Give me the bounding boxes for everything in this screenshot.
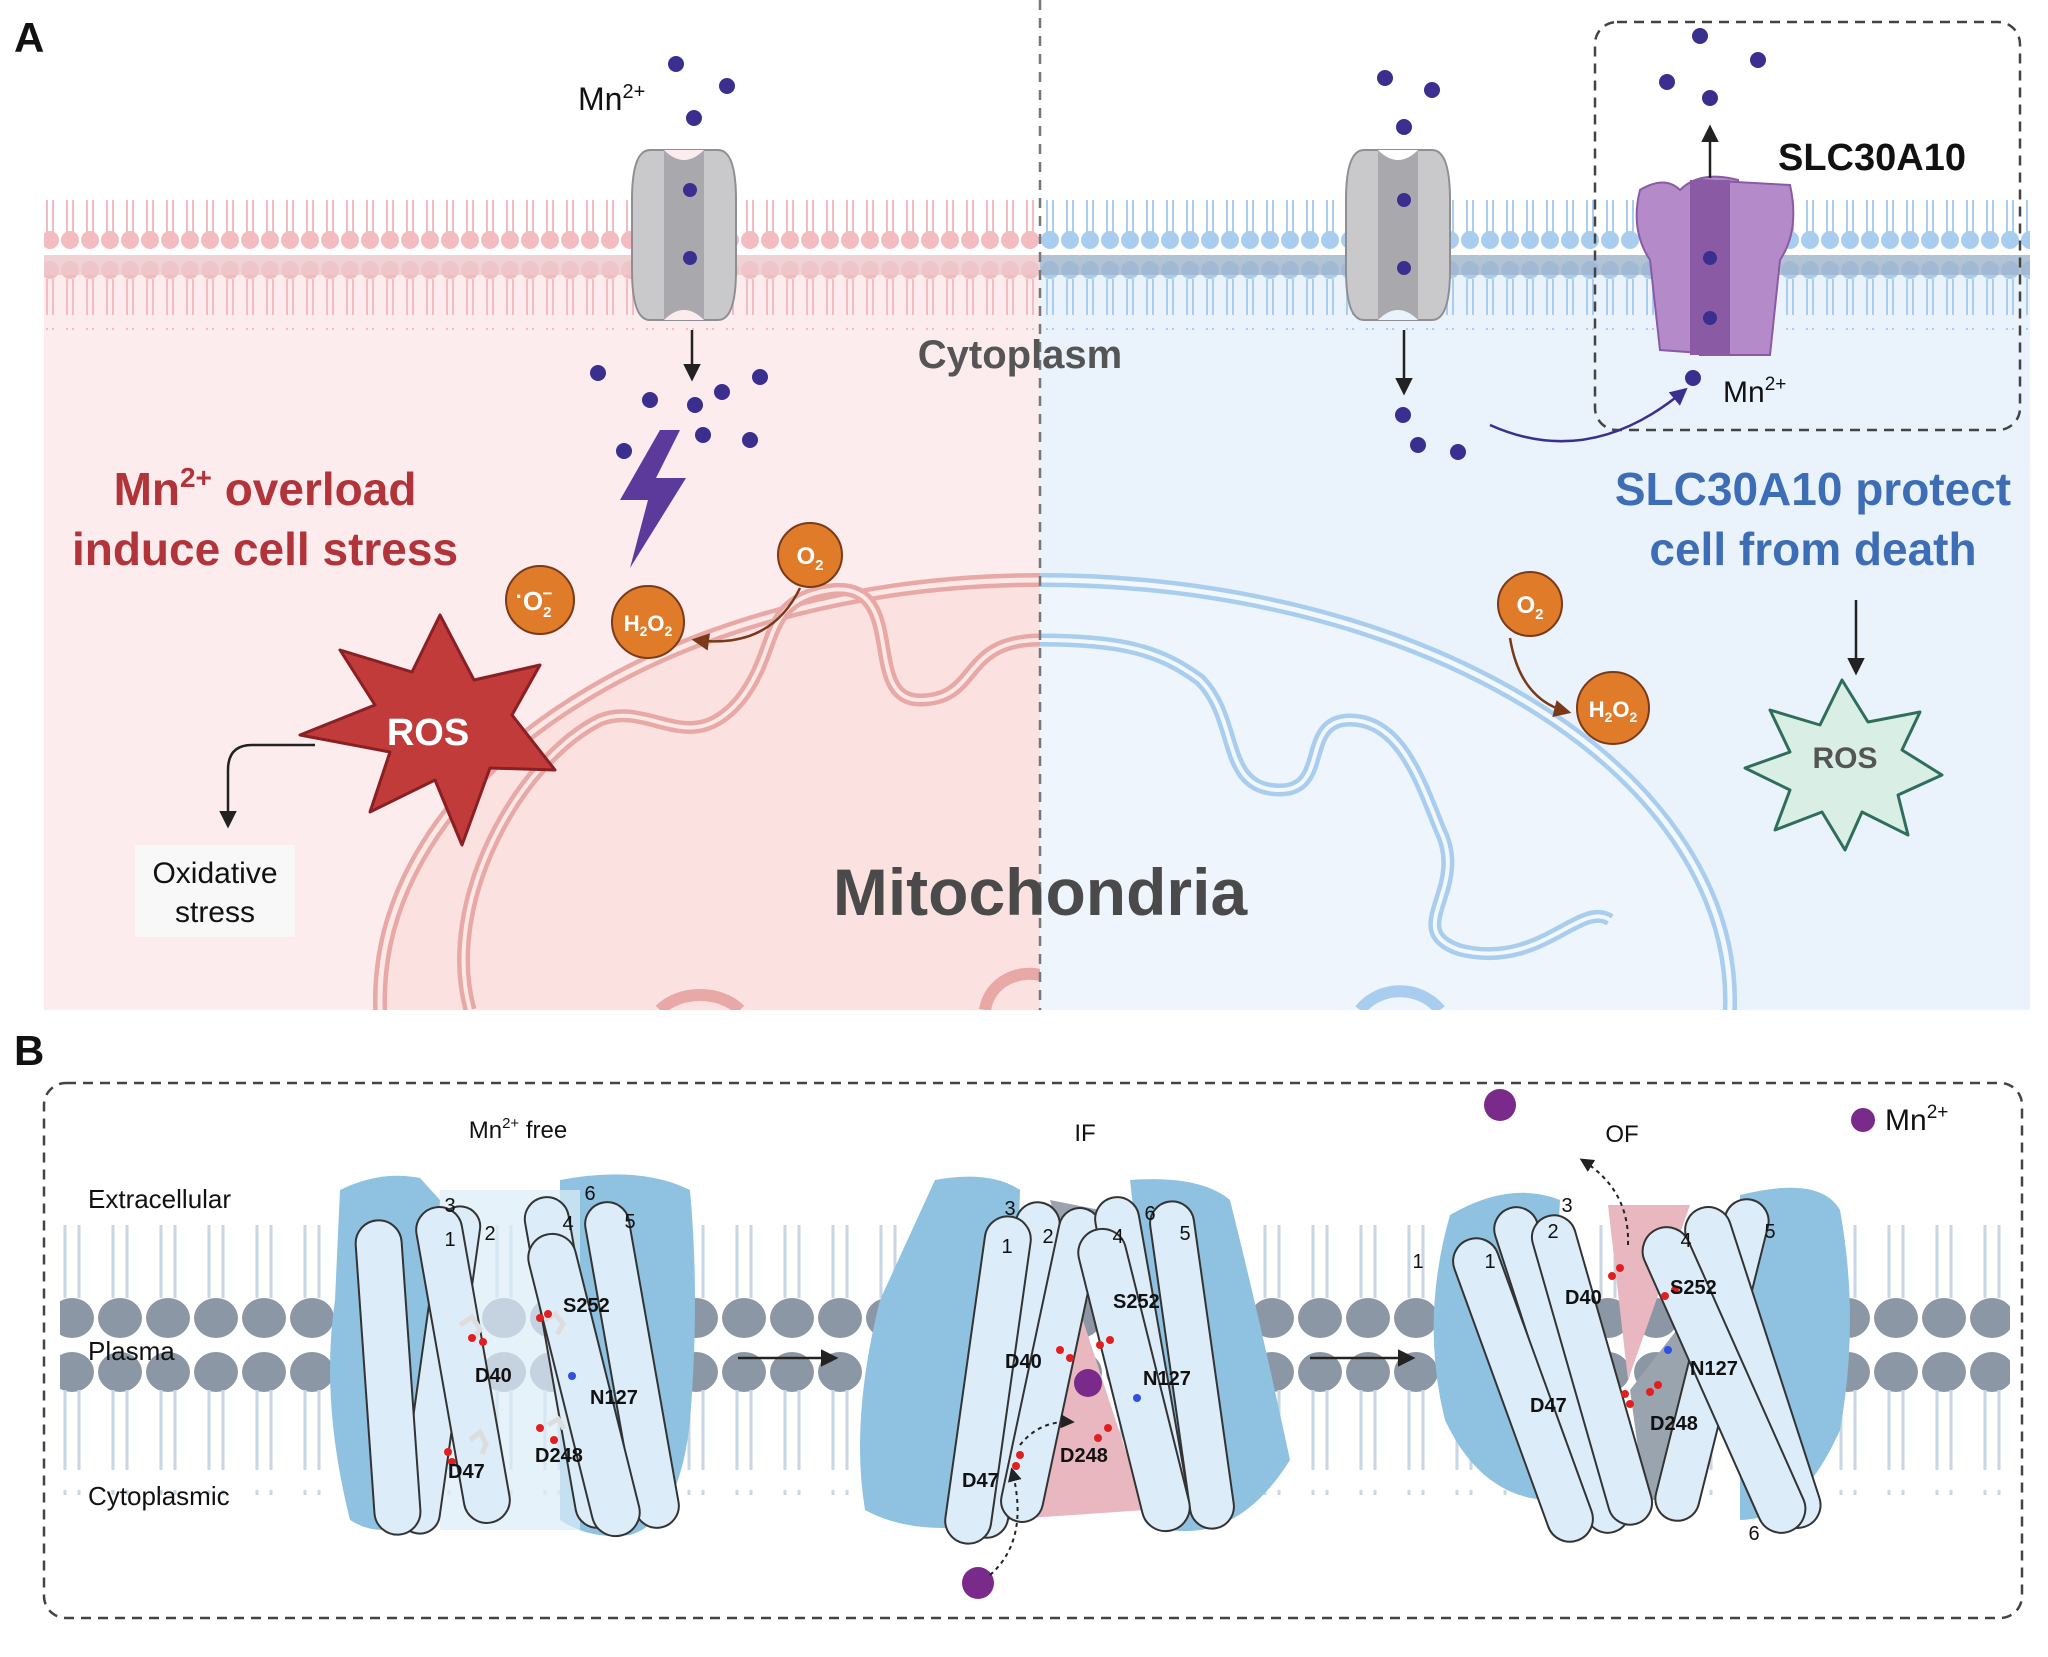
svg-text:2: 2 bbox=[1547, 1221, 1558, 1243]
mn-channel-right bbox=[1345, 149, 1451, 321]
svg-text:·O2−: ·O2− bbox=[516, 584, 553, 621]
svg-text:Mn2+: Mn2+ bbox=[1723, 374, 1786, 409]
state-if: 3 1 2 6 4 5 D40 D47 S252 N127 D248 IF bbox=[860, 1120, 1290, 1599]
mitochondrion-left bbox=[373, 573, 1040, 1010]
svg-text:2: 2 bbox=[1042, 1226, 1053, 1248]
mn-channel-left bbox=[631, 149, 737, 321]
ros-burst-right: ROS bbox=[1743, 678, 1944, 852]
panel-b-box bbox=[42, 1081, 2024, 1620]
oxidative-stress-line-1: Oxidative bbox=[152, 857, 277, 890]
svg-text:D248: D248 bbox=[1060, 1445, 1108, 1467]
svg-text:6: 6 bbox=[1748, 1523, 1759, 1545]
svg-text:N127: N127 bbox=[1143, 1368, 1191, 1390]
ros-burst-left: ROS bbox=[298, 613, 557, 847]
panel-b: B Extracellular Plasma Cytoplasmic 3 1 2… bbox=[14, 1027, 2024, 1620]
protect-line-2: cell from death bbox=[1649, 523, 1976, 575]
svg-text:3: 3 bbox=[444, 1195, 455, 1217]
svg-text:H2O2: H2O2 bbox=[624, 611, 673, 639]
svg-text:N127: N127 bbox=[590, 1387, 638, 1409]
svg-text:N127: N127 bbox=[1690, 1358, 1738, 1380]
oxidative-stress-line-2: stress bbox=[175, 896, 255, 929]
overload-line-2: induce cell stress bbox=[72, 523, 458, 575]
state-1-label: Mn2+ free bbox=[469, 1115, 567, 1144]
svg-text:D248: D248 bbox=[535, 1445, 583, 1467]
svg-text:D248: D248 bbox=[1650, 1413, 1698, 1435]
svg-text:Mn2+: Mn2+ bbox=[578, 81, 645, 117]
plasma-label: Plasma bbox=[88, 1336, 175, 1366]
svg-text:Mn2+: Mn2+ bbox=[1885, 1102, 1948, 1137]
svg-text:ROS: ROS bbox=[1812, 742, 1877, 775]
mn-ions-a bbox=[590, 28, 1766, 460]
mitochondrion-right bbox=[1040, 573, 1737, 1010]
svg-text:D40: D40 bbox=[1565, 1287, 1602, 1309]
svg-text:4: 4 bbox=[1112, 1226, 1123, 1248]
svg-text:5: 5 bbox=[624, 1211, 635, 1233]
svg-text:5: 5 bbox=[1764, 1221, 1775, 1243]
cytoplasmic-label: Cytoplasmic bbox=[88, 1481, 230, 1511]
svg-text:5: 5 bbox=[1179, 1223, 1190, 1245]
svg-text:1: 1 bbox=[444, 1229, 455, 1251]
svg-text:O2: O2 bbox=[796, 543, 823, 574]
o2-molecule-left: O2 bbox=[777, 522, 843, 588]
slc30a10-box bbox=[1593, 20, 2022, 432]
svg-text:S252: S252 bbox=[1113, 1291, 1160, 1313]
state-of: 3 1 1 2 4 5 6 D40 D47 S252 N127 D248 OF bbox=[1412, 1089, 1850, 1545]
svg-text:1: 1 bbox=[1412, 1251, 1423, 1273]
svg-text:S252: S252 bbox=[563, 1295, 610, 1317]
state-2-label: IF bbox=[1074, 1120, 1095, 1147]
cytoplasm-label: Cytoplasm bbox=[918, 333, 1123, 377]
svg-text:4: 4 bbox=[562, 1213, 573, 1235]
superoxide-molecule: ·O2− bbox=[505, 565, 575, 635]
slc30a10-label: SLC30A10 bbox=[1778, 137, 1966, 179]
panel-a-letter: A bbox=[14, 14, 44, 61]
h2o2-molecule-right: H2O2 bbox=[1576, 671, 1650, 745]
svg-text:D40: D40 bbox=[1005, 1351, 1042, 1373]
svg-text:D40: D40 bbox=[475, 1365, 512, 1387]
o2-molecule-right: O2 bbox=[1497, 571, 1563, 637]
svg-text:3: 3 bbox=[1004, 1198, 1015, 1220]
svg-text:6: 6 bbox=[584, 1183, 595, 1205]
state-3-label: OF bbox=[1605, 1121, 1638, 1148]
panel-b-letter: B bbox=[14, 1027, 44, 1074]
svg-text:2: 2 bbox=[484, 1223, 495, 1245]
svg-text:O2: O2 bbox=[1516, 592, 1543, 623]
svg-text:D47: D47 bbox=[448, 1461, 485, 1483]
svg-text:4: 4 bbox=[1680, 1230, 1691, 1252]
svg-text:6: 6 bbox=[1144, 1203, 1155, 1225]
svg-text:D47: D47 bbox=[1530, 1395, 1567, 1417]
mitochondria-label: Mitochondria bbox=[833, 855, 1249, 929]
panel-a: A bbox=[14, 0, 2030, 1010]
state-mn-free: 3 1 2 6 4 5 D40 D47 S252 N127 D248 Mn2+ … bbox=[330, 1115, 695, 1538]
svg-text:H2O2: H2O2 bbox=[1589, 697, 1638, 725]
slc30a10-transporter bbox=[1635, 124, 1795, 357]
svg-text:D47: D47 bbox=[962, 1470, 999, 1492]
svg-text:ROS: ROS bbox=[387, 712, 469, 754]
mn-legend: Mn2+ bbox=[1851, 1102, 1948, 1137]
extracellular-label: Extracellular bbox=[88, 1184, 231, 1214]
svg-text:S252: S252 bbox=[1670, 1277, 1717, 1299]
protect-line-1: SLC30A10 protect bbox=[1615, 463, 2011, 515]
svg-text:1: 1 bbox=[1001, 1236, 1012, 1258]
h2o2-molecule-left: H2O2 bbox=[611, 585, 685, 659]
lightning-icon bbox=[620, 430, 686, 568]
overload-line-1: Mn2+ overload bbox=[114, 462, 417, 515]
svg-text:3: 3 bbox=[1561, 1195, 1572, 1217]
svg-text:1: 1 bbox=[1484, 1251, 1495, 1273]
